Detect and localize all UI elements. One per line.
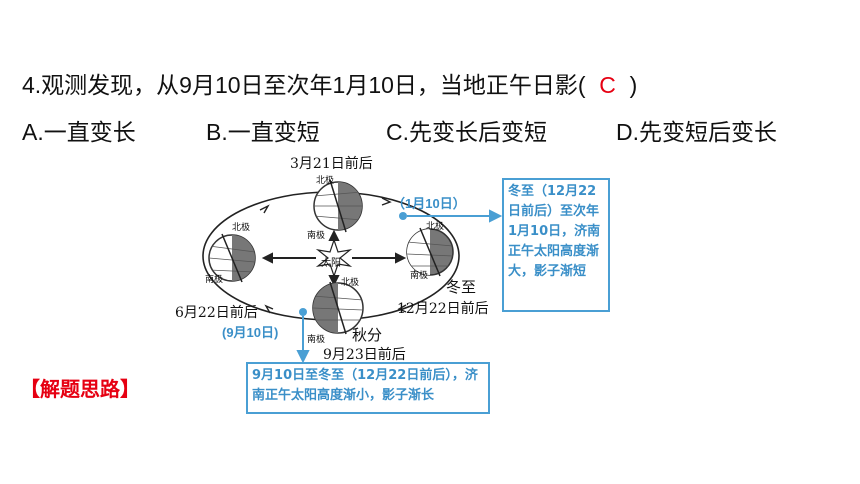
autumn-equinox-label: 秋分 xyxy=(352,326,383,344)
south-pole-label: 南极 xyxy=(410,271,429,281)
sun-label: 太阳 xyxy=(321,258,341,269)
arrow-to-right-box xyxy=(407,209,503,223)
arrow-to-bottom-box xyxy=(296,316,310,364)
jan10-marker xyxy=(399,212,407,220)
date-september-label: 9月23日前后 xyxy=(323,347,406,363)
winter-solstice-label: 冬至 xyxy=(446,278,477,296)
orbit-arrow-icon xyxy=(259,204,270,214)
jan10-tag: （1月10日） xyxy=(392,196,466,211)
south-pole-label: 南极 xyxy=(307,335,326,345)
north-pole-label: 北极 xyxy=(341,278,360,288)
south-pole-label: 南极 xyxy=(205,275,224,285)
orbit-arrow-icon xyxy=(381,197,392,206)
earth-june-icon xyxy=(208,233,256,283)
earth-march-icon xyxy=(313,179,363,233)
question-stem: 4.观测发现，从9月10日至次年1月10日，当地正午日影( xyxy=(22,72,586,98)
north-pole-label: 北极 xyxy=(426,222,445,232)
answer-mark: C xyxy=(599,72,616,98)
north-pole-label: 北极 xyxy=(316,176,335,186)
sep10-marker xyxy=(299,308,307,316)
option-b[interactable]: B.一直变短 xyxy=(206,119,320,145)
sep10-tag: (9月10日) xyxy=(222,325,279,340)
hint-box-right: 冬至（12月22日前后）至次年1月10日，济南正午太阳高度渐大，影子渐短 xyxy=(502,178,610,312)
hint-box-bottom: 9月10日至冬至（12月22日前后），济南正午太阳高度渐小，影子渐长 xyxy=(246,362,490,414)
question-text: 4.观测发现，从9月10日至次年1月10日，当地正午日影( C) xyxy=(22,66,637,100)
orbit-arrow-icon xyxy=(397,304,407,313)
sun-icon xyxy=(315,238,353,278)
option-a[interactable]: A.一直变长 xyxy=(22,119,136,145)
question-close: ) xyxy=(629,72,638,98)
solution-title: 【解题思路】 xyxy=(20,379,140,401)
date-march-label: 3月21日前后 xyxy=(290,156,373,172)
option-c[interactable]: C.先变长后变短 xyxy=(386,119,547,145)
earth-december-icon xyxy=(406,227,454,277)
north-pole-label: 北极 xyxy=(232,223,251,233)
option-d[interactable]: D.先变短后变长 xyxy=(616,119,777,145)
date-june-label: 6月22日前后 xyxy=(175,305,258,321)
date-december-label: 12月22日前后 xyxy=(397,301,489,317)
south-pole-label: 南极 xyxy=(307,231,326,241)
orbit-arrow-icon xyxy=(264,304,274,314)
